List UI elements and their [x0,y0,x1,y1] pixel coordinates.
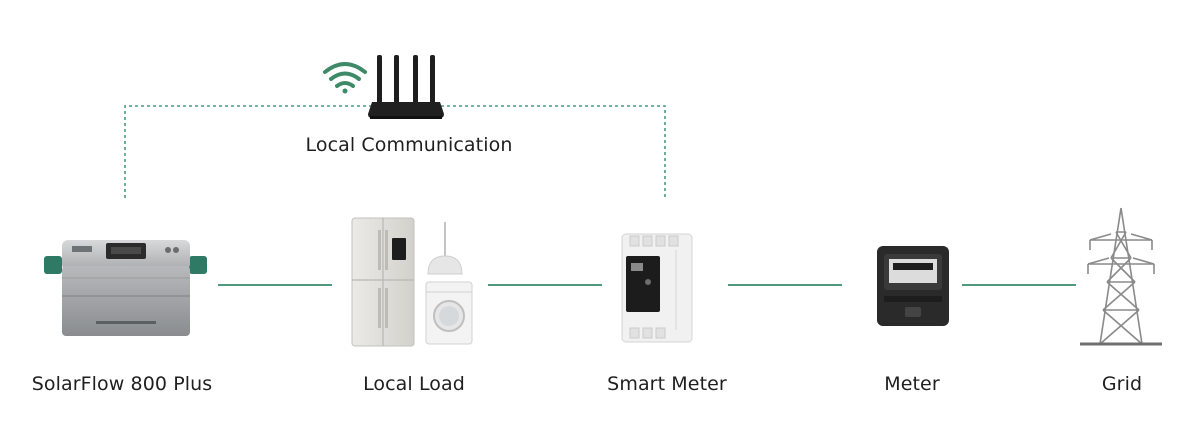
transmission-tower-icon [1080,207,1162,346]
refrigerator-icon [351,217,415,347]
wifi-icon [323,62,367,94]
smart-meter-icon [621,233,693,343]
electric-meter-icon [877,246,949,326]
local-communication-label: Local Communication [305,134,513,156]
battery-unit-icon [44,240,207,336]
grid-label: Grid [1101,373,1143,395]
solarflow-label: SolarFlow 800 Plus [31,373,213,395]
washing-machine-icon [425,281,473,345]
smart-meter-label: Smart Meter [607,373,727,395]
pendant-lamp-icon [427,222,463,275]
router-icon [368,55,444,119]
meter-label: Meter [884,373,940,395]
local-load-label: Local Load [363,373,465,395]
